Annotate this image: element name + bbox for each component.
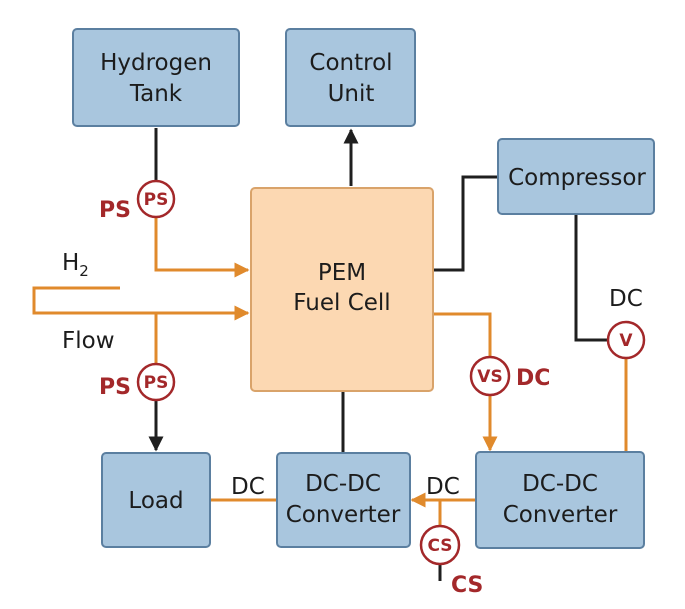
hydrogen-tank-label-1: Hydrogen bbox=[100, 50, 212, 76]
dcdc-converter-left-block: DC-DC Converter bbox=[276, 452, 411, 548]
flow-label: Flow bbox=[62, 328, 115, 354]
load-block: Load bbox=[101, 452, 211, 548]
compressor-dc-label: DC bbox=[609, 286, 643, 312]
current-sensor-cs: CS bbox=[419, 524, 461, 566]
fuelcell-to-compressor-line bbox=[433, 175, 498, 272]
control-unit-label-2: Unit bbox=[328, 81, 375, 107]
dcdc-right-label-2: Converter bbox=[503, 502, 618, 528]
cs-symbol: CS bbox=[427, 536, 452, 556]
control-unit-block: Control Unit bbox=[285, 28, 416, 127]
h2-label-subscript: 2 bbox=[79, 262, 89, 280]
dcdc-left-label-1: DC-DC bbox=[305, 471, 381, 497]
cs-label: CS bbox=[451, 573, 483, 598]
dcdc-left-label-2: Converter bbox=[286, 502, 401, 528]
fuel-cell-block: PEM Fuel Cell bbox=[250, 187, 434, 392]
load-dc-label: DC bbox=[231, 474, 265, 500]
control-unit-label-1: Control bbox=[309, 50, 392, 76]
compressor-to-v-line bbox=[574, 214, 608, 342]
dcdc-right-label-1: DC-DC bbox=[522, 471, 598, 497]
dcdc-converter-right-block: DC-DC Converter bbox=[475, 451, 645, 549]
vs-dc-label: DC bbox=[516, 366, 550, 391]
v-symbol: V bbox=[619, 331, 633, 351]
converter-dc-label: DC bbox=[426, 474, 460, 500]
hydrogen-tank-block: Hydrogen Tank bbox=[72, 28, 240, 127]
h2-label: H2 bbox=[62, 250, 89, 280]
voltmeter-v: V bbox=[606, 320, 646, 360]
compressor-block: Compressor bbox=[497, 138, 655, 215]
hydrogen-tank-label-2: Tank bbox=[129, 81, 183, 107]
pressure-sensor-top: PS bbox=[136, 179, 176, 219]
fuel-cell-label-1: PEM bbox=[318, 260, 366, 286]
h2-flow-line bbox=[32, 286, 250, 321]
voltage-sensor-vs: VS bbox=[469, 355, 511, 397]
ps-bottom-symbol: PS bbox=[144, 373, 169, 393]
fuelcell-to-vs-line bbox=[433, 312, 492, 356]
pressure-sensor-bottom: PS bbox=[136, 362, 176, 402]
ps-to-fuelcell-line bbox=[154, 217, 250, 278]
ps-top-label: PS bbox=[99, 198, 131, 223]
fuel-cell-label-2: Fuel Cell bbox=[293, 290, 390, 316]
ps-bottom-label: PS bbox=[99, 375, 131, 400]
ps-top-symbol: PS bbox=[144, 190, 169, 210]
compressor-label: Compressor bbox=[508, 165, 646, 191]
vs-symbol: VS bbox=[477, 367, 502, 387]
load-label: Load bbox=[128, 488, 183, 514]
h2-label-base: H bbox=[62, 250, 79, 276]
